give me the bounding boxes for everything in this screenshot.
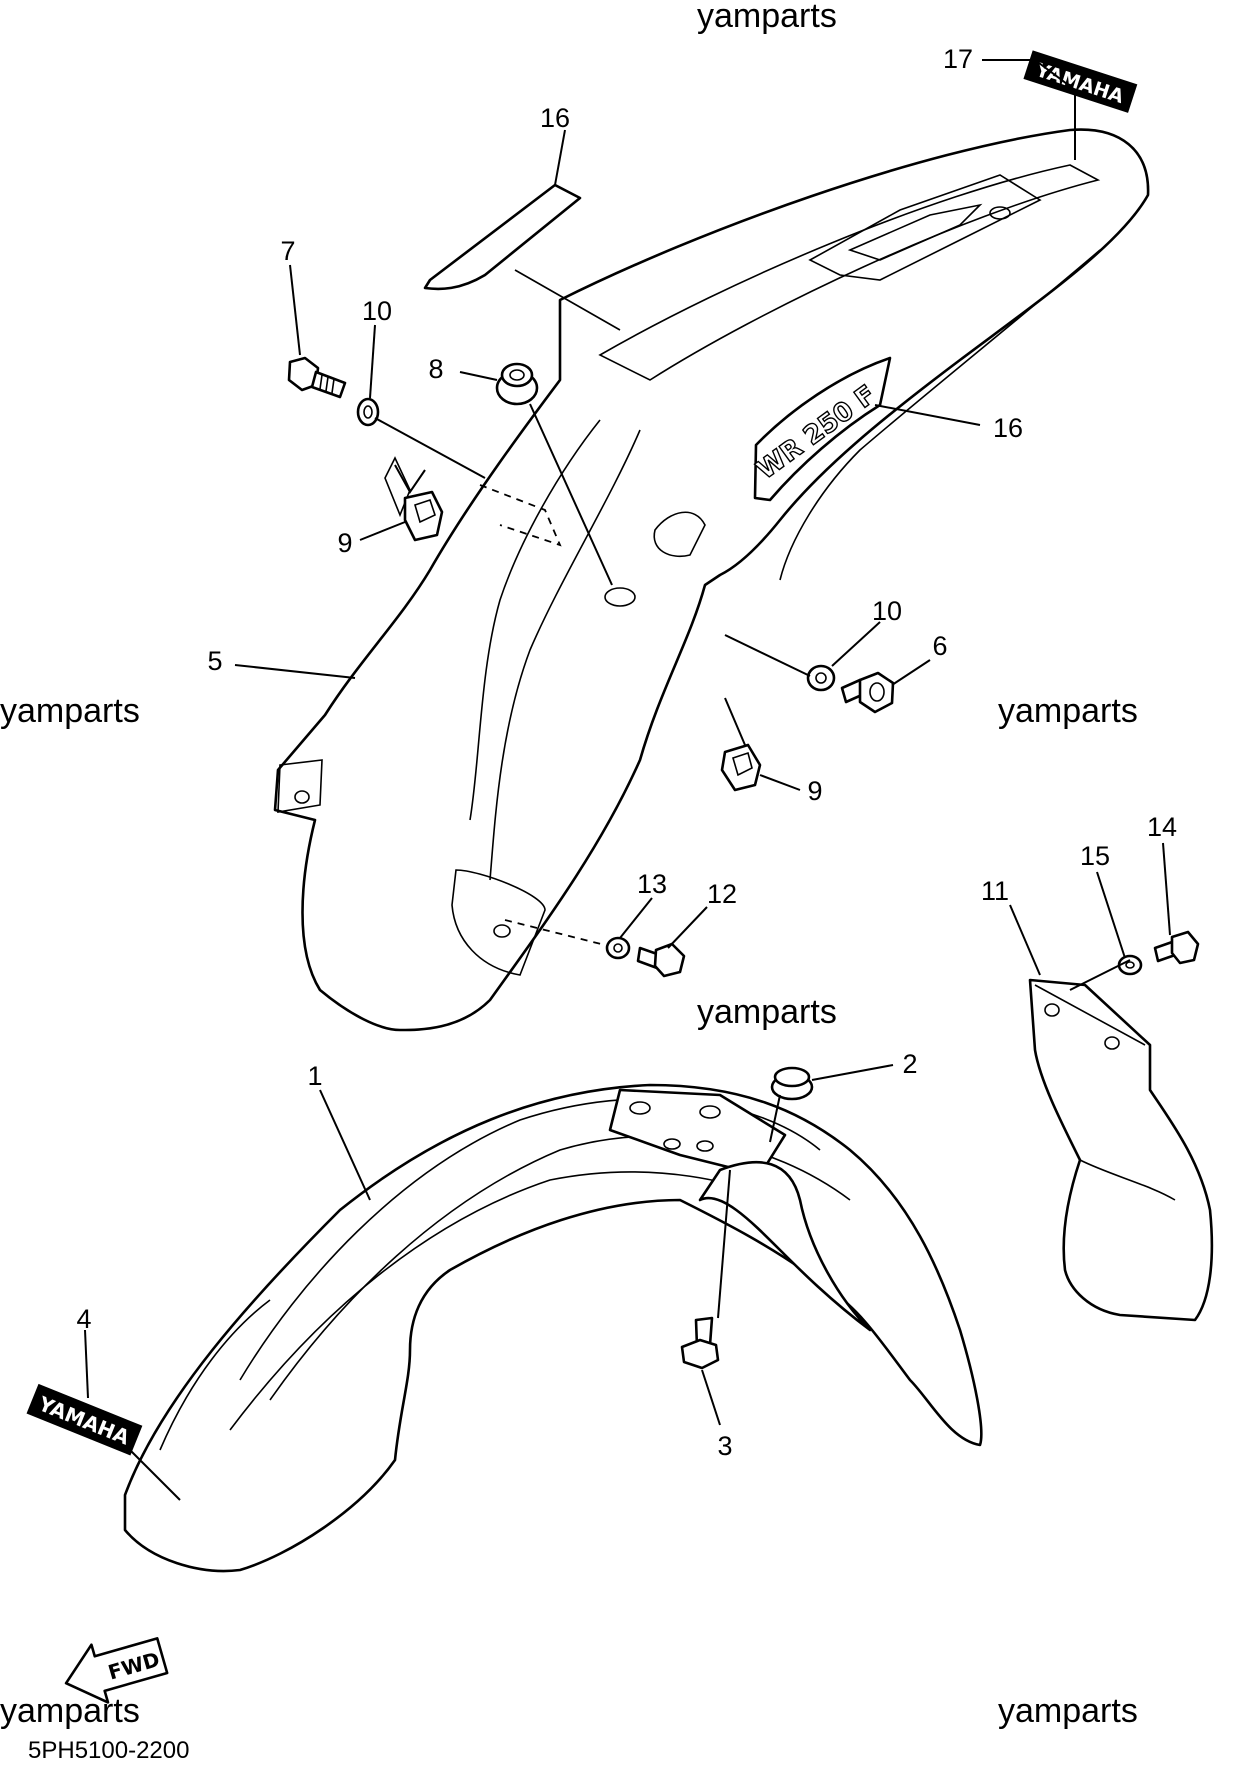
bolt-7: [287, 356, 347, 399]
callout-17: 17: [943, 44, 973, 74]
watermark-right: yamparts: [998, 692, 1138, 730]
callout-6: 6: [932, 631, 947, 661]
collar-13: [605, 936, 631, 960]
bolt-3: [680, 1316, 720, 1370]
bolt-6: [840, 671, 895, 714]
rear-fender: [273, 128, 1150, 1032]
screw-14: [1153, 930, 1200, 965]
callout-10-right: 10: [872, 596, 902, 626]
washer-10-right: [806, 664, 836, 692]
callout-10-upper: 10: [362, 296, 392, 326]
grommet-8: [495, 362, 539, 406]
front-fender: [123, 1083, 983, 1573]
callout-7: 7: [280, 236, 295, 266]
grommet-2: [770, 1066, 814, 1101]
callout-labels: 16 17 7 10 8 9 5 16 10 6 9 13 12 11 15 1…: [76, 44, 1177, 1461]
front-brand-decal: YAMAHA: [26, 1383, 143, 1456]
watermarks: yamparts yamparts yamparts yamparts yamp…: [0, 0, 1138, 1730]
rear-brand-decal: YAMAHA: [1023, 50, 1138, 113]
fwd-arrow-icon: FWD: [64, 1637, 169, 1704]
callout-13: 13: [637, 869, 667, 899]
washer-10-upper: [356, 397, 380, 427]
callout-9-lower: 9: [807, 776, 822, 806]
callout-16-side: 16: [993, 413, 1023, 443]
callout-9-upper: 9: [337, 528, 352, 558]
watermark-bottom-right: yamparts: [998, 1692, 1138, 1730]
watermark-left: yamparts: [0, 692, 140, 730]
callout-8: 8: [428, 354, 443, 384]
drawing-code: 5PH5100-2200: [28, 1737, 189, 1764]
watermark-center: yamparts: [697, 993, 837, 1031]
screw-12: [636, 942, 686, 978]
mud-flap: [1028, 978, 1214, 1322]
clip-9-lower: [720, 743, 762, 792]
callout-4: 4: [76, 1304, 91, 1334]
callout-2: 2: [902, 1049, 917, 1079]
callout-15: 15: [1080, 841, 1110, 871]
washer-15: [1117, 954, 1143, 976]
callout-3: 3: [717, 1431, 732, 1461]
callout-14: 14: [1147, 812, 1177, 842]
callout-1: 1: [307, 1061, 322, 1091]
callout-16-top: 16: [540, 103, 570, 133]
top-decal-plain: [423, 183, 582, 291]
watermark-bottom-left: yamparts: [0, 1692, 140, 1730]
callout-5: 5: [207, 646, 222, 676]
leader-lines: [84, 59, 1171, 1501]
callout-12: 12: [707, 879, 737, 909]
watermark-top: yamparts: [697, 0, 837, 35]
callout-11: 11: [981, 876, 1009, 906]
clip-9-upper: [403, 490, 444, 542]
